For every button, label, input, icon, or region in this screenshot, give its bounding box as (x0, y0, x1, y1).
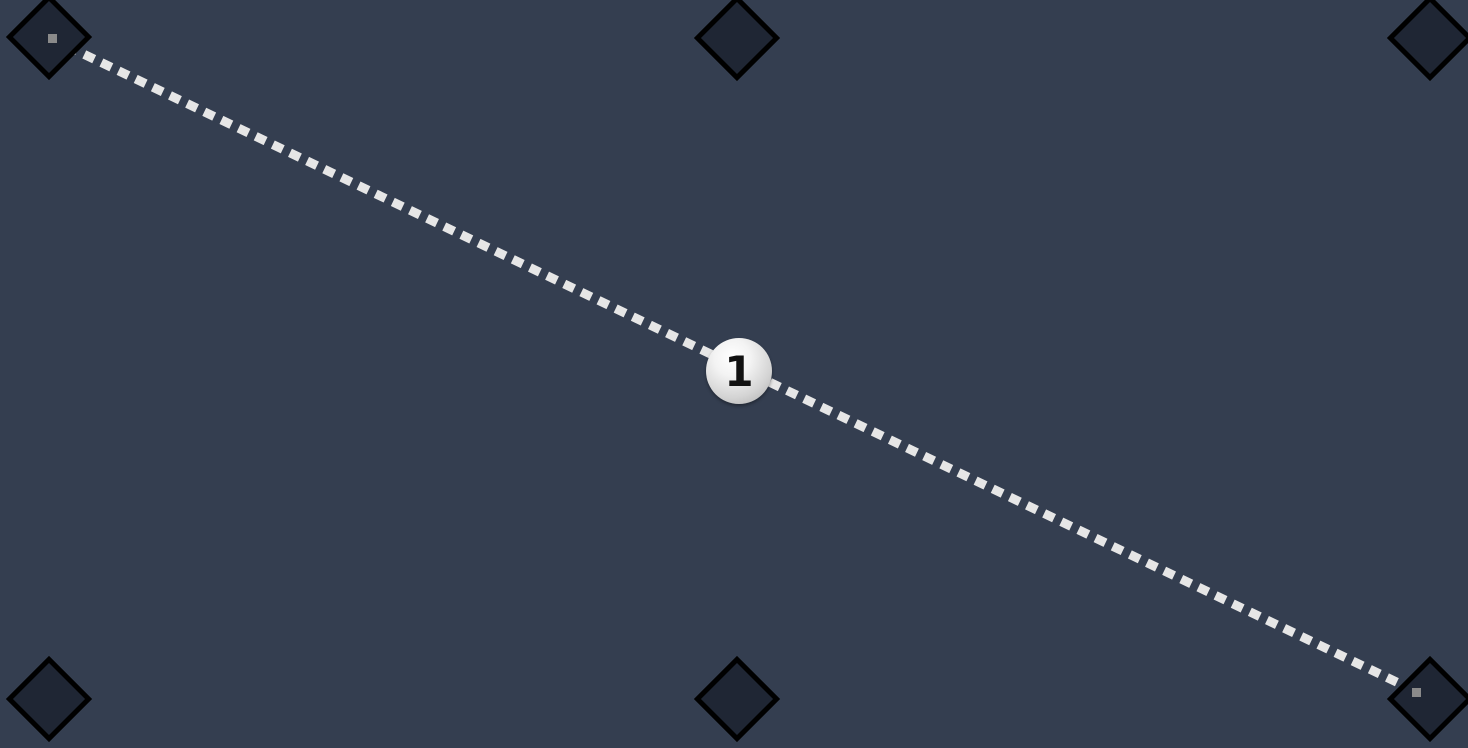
pocket-top-middle[interactable] (697, 0, 776, 78)
ball-number: 1 (724, 351, 753, 393)
pocket-bottom-right[interactable] (1390, 659, 1468, 738)
ball-1[interactable]: 1 (706, 338, 772, 404)
pocket-top-right[interactable] (1390, 0, 1468, 78)
pocket-bottom-middle[interactable] (697, 659, 776, 738)
aim-start-marker (48, 34, 57, 43)
aim-end-marker (1412, 688, 1421, 697)
pocket-bottom-left[interactable] (9, 659, 88, 738)
